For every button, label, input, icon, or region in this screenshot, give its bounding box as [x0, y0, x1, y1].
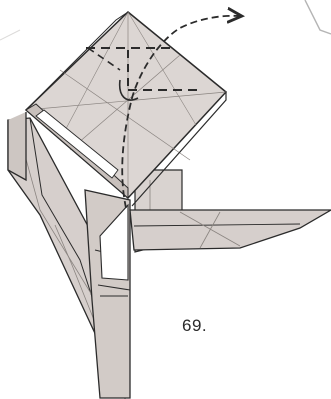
right-flap [130, 210, 331, 250]
step-number: 69. [182, 316, 207, 336]
background-sketch [0, 0, 331, 40]
left-edge [8, 112, 26, 180]
